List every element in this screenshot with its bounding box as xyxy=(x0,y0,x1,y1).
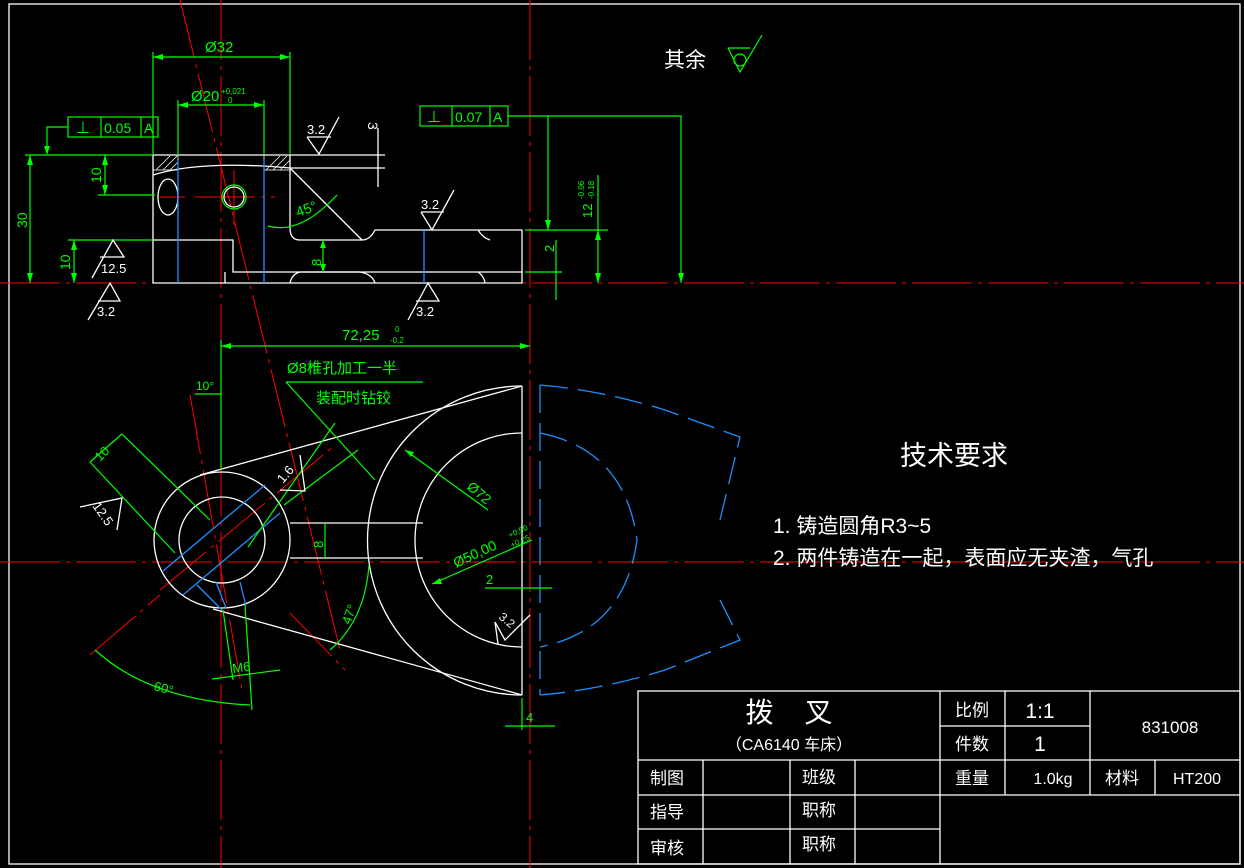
qty-label: 件数 xyxy=(955,735,989,754)
fcf-left-datum: A xyxy=(144,120,154,136)
thread-m6: M6 xyxy=(231,659,251,676)
perpendicular-symbol: ⊥ xyxy=(427,109,441,126)
dim-72-25-tol-lower: -0,2 xyxy=(390,336,404,345)
dim-2-front: 2 xyxy=(486,572,493,587)
dim-dia20-tol-lower: 0 xyxy=(228,96,233,105)
dim-30: 30 xyxy=(14,212,30,228)
dim-4: 4 xyxy=(526,710,533,725)
roughness-symbol-top: 3.2 xyxy=(306,116,340,156)
roughness-value: 3.2 xyxy=(97,304,115,319)
roughness-symbol-3-2: 3.2 xyxy=(494,610,531,645)
tech-requirement-item: 1. 铸造圆角R3~5 xyxy=(773,515,931,538)
drawing-number: 831008 xyxy=(1142,718,1199,737)
instructor-label: 指导 xyxy=(650,803,684,822)
dim-8-top: 8 xyxy=(309,259,324,266)
title-block: 拨 叉 （CA6140 车床） 比例 1:1 件数 1 831008 重量 1.… xyxy=(637,690,1241,865)
roughness-value: 12.5 xyxy=(101,261,126,276)
reviewer-label: 审核 xyxy=(650,839,684,858)
roughness-symbol-bottom-left: 3.2 xyxy=(87,281,122,321)
dim-8-front: 8 xyxy=(311,541,326,548)
part-subtitle: （CA6140 车床） xyxy=(726,736,852,754)
roughness-symbol-bottom-right: 3.2 xyxy=(407,281,441,321)
fcf-right-datum: A xyxy=(493,109,503,125)
angle-10: 10° xyxy=(196,379,214,393)
top-view xyxy=(152,154,523,284)
dim-dia20-tol-upper: +0,021 xyxy=(221,87,246,96)
fcf-perpendicularity-right: ⊥ 0.07 A xyxy=(419,105,684,283)
weight-value: 1.0kg xyxy=(1033,771,1072,788)
front-view xyxy=(153,384,741,696)
dim-12-tol-lower: -0.18 xyxy=(587,180,596,199)
angle-45: 45° xyxy=(294,198,319,220)
dim-10-front: 10 xyxy=(92,443,113,464)
roughness-symbol-left: 12.5 xyxy=(91,238,126,279)
qty-value: 1 xyxy=(1034,733,1046,756)
tech-requirements-title: 技术要求 xyxy=(900,441,1008,471)
dim-72-25-tol-upper: 0 xyxy=(395,325,400,334)
material-label: 材料 xyxy=(1105,769,1139,788)
material-value: HT200 xyxy=(1173,771,1221,788)
roughness-value: 3.2 xyxy=(421,197,439,212)
technical-requirements: 技术要求 1. 铸造圆角R3~5 2. 两件铸造在一起，表面应无夹渣，气孔 xyxy=(773,441,1153,570)
reviewer-title-label: 职称 xyxy=(802,835,836,854)
dim-dia72: Ø72 xyxy=(464,478,495,507)
angle-60: 60° xyxy=(152,678,175,698)
weight-label: 重量 xyxy=(955,769,989,788)
instructor-title-label: 职称 xyxy=(802,801,836,820)
perpendicular-symbol: ⊥ xyxy=(76,120,90,137)
roughness-symbol-arm: 3.2 xyxy=(420,189,455,232)
top-view-dimensions: Ø32 Ø20 +0,021 0 ⊥ 0.05 A 30 10 10 8 3 xyxy=(14,39,684,321)
dim-10-bottom: 10 xyxy=(57,254,73,270)
front-view-dimensions: 72,25 0 -0,2 Ø8椎孔加工一半 装配时钻铰 10° 10 12.5 … xyxy=(79,325,555,730)
class-label: 班级 xyxy=(802,768,836,787)
dim-12: 12 xyxy=(580,204,595,218)
dim-12-tol-upper: -0.06 xyxy=(577,180,586,199)
fcf-right-value: 0.07 xyxy=(455,109,482,125)
general-roughness-label: 其余 xyxy=(664,49,706,72)
dim-dia20: Ø20 xyxy=(191,88,219,105)
dim-3: 3 xyxy=(365,122,381,130)
dim-10-top: 10 xyxy=(88,167,104,183)
dim-dia32: Ø32 xyxy=(205,39,233,56)
scale-value: 1:1 xyxy=(1025,700,1054,723)
roughness-value: 3.2 xyxy=(307,122,325,137)
fcf-left-value: 0.05 xyxy=(104,120,131,136)
scale-label: 比例 xyxy=(955,701,989,720)
dim-72-25: 72,25 xyxy=(342,327,380,344)
drawn-by-label: 制图 xyxy=(650,769,684,788)
part-name: 拨 叉 xyxy=(745,697,832,728)
note-ream: 装配时钻铰 xyxy=(316,389,391,407)
drawing-frame xyxy=(8,3,1241,865)
tech-requirement-item: 2. 两件铸造在一起，表面应无夹渣，气孔 xyxy=(773,547,1153,570)
general-roughness: 其余 xyxy=(664,34,763,74)
roughness-value: 3.2 xyxy=(496,610,518,632)
roughness-symbol-12-5: 12.5 xyxy=(79,497,123,531)
dim-2-top: 2 xyxy=(542,245,557,252)
fcf-perpendicularity-left: ⊥ 0.05 A xyxy=(44,116,159,155)
roughness-value: 3.2 xyxy=(416,304,434,319)
note-taper-hole: Ø8椎孔加工一半 xyxy=(287,360,397,377)
angle-47: 47° xyxy=(339,602,360,626)
